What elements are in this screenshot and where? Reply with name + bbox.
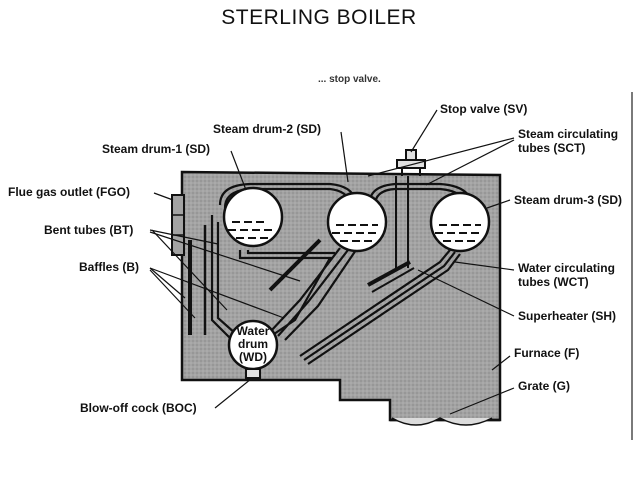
bent-tube-3 <box>210 215 233 341</box>
flue-gas-outlet <box>171 194 185 256</box>
grate <box>391 417 493 426</box>
scan-fragment: ... stop valve. <box>318 74 381 85</box>
label-steam-circulating-1: Steam circulating <box>518 127 618 141</box>
label-stop-valve: Stop valve (SV) <box>440 102 527 116</box>
baffle-diagonal <box>268 238 322 292</box>
label-superheater: Superheater (SH) <box>518 309 616 323</box>
water-drum-label-3: (WD) <box>239 350 267 364</box>
steam-drum-2 <box>326 191 388 253</box>
slide-title: STERLING BOILER <box>221 6 417 29</box>
steam-drum-1 <box>222 186 284 248</box>
water-circ-tube-1 <box>299 249 451 357</box>
label-grate: Grate (G) <box>518 379 570 393</box>
leader-lines <box>149 109 515 415</box>
label-furnace: Furnace (F) <box>514 346 579 360</box>
bent-tube-2 <box>269 247 341 333</box>
label-steam-drum-2: Steam drum-2 (SD) <box>213 122 321 136</box>
water-drum-label-2: drum <box>238 337 268 351</box>
water-drum-label-1: Water <box>237 324 270 338</box>
label-water-circulating-1: Water circulating <box>518 261 615 275</box>
water-drum: Water drum (WD) <box>227 319 279 371</box>
label-flue-gas-outlet: Flue gas outlet (FGO) <box>8 185 130 199</box>
label-baffles: Baffles (B) <box>79 260 139 274</box>
label-blow-off-cock: Blow-off cock (BOC) <box>80 401 197 415</box>
label-water-circulating-2: tubes (WCT) <box>518 275 589 289</box>
superheater <box>367 260 411 287</box>
label-steam-circulating-2: tubes (SCT) <box>518 141 585 155</box>
label-steam-drum-1: Steam drum-1 (SD) <box>102 142 210 156</box>
label-bent-tubes: Bent tubes (BT) <box>44 223 133 237</box>
blow-off-cock <box>245 368 261 379</box>
label-steam-drum-3: Steam drum-3 (SD) <box>514 193 622 207</box>
steam-drum-3 <box>429 191 491 253</box>
